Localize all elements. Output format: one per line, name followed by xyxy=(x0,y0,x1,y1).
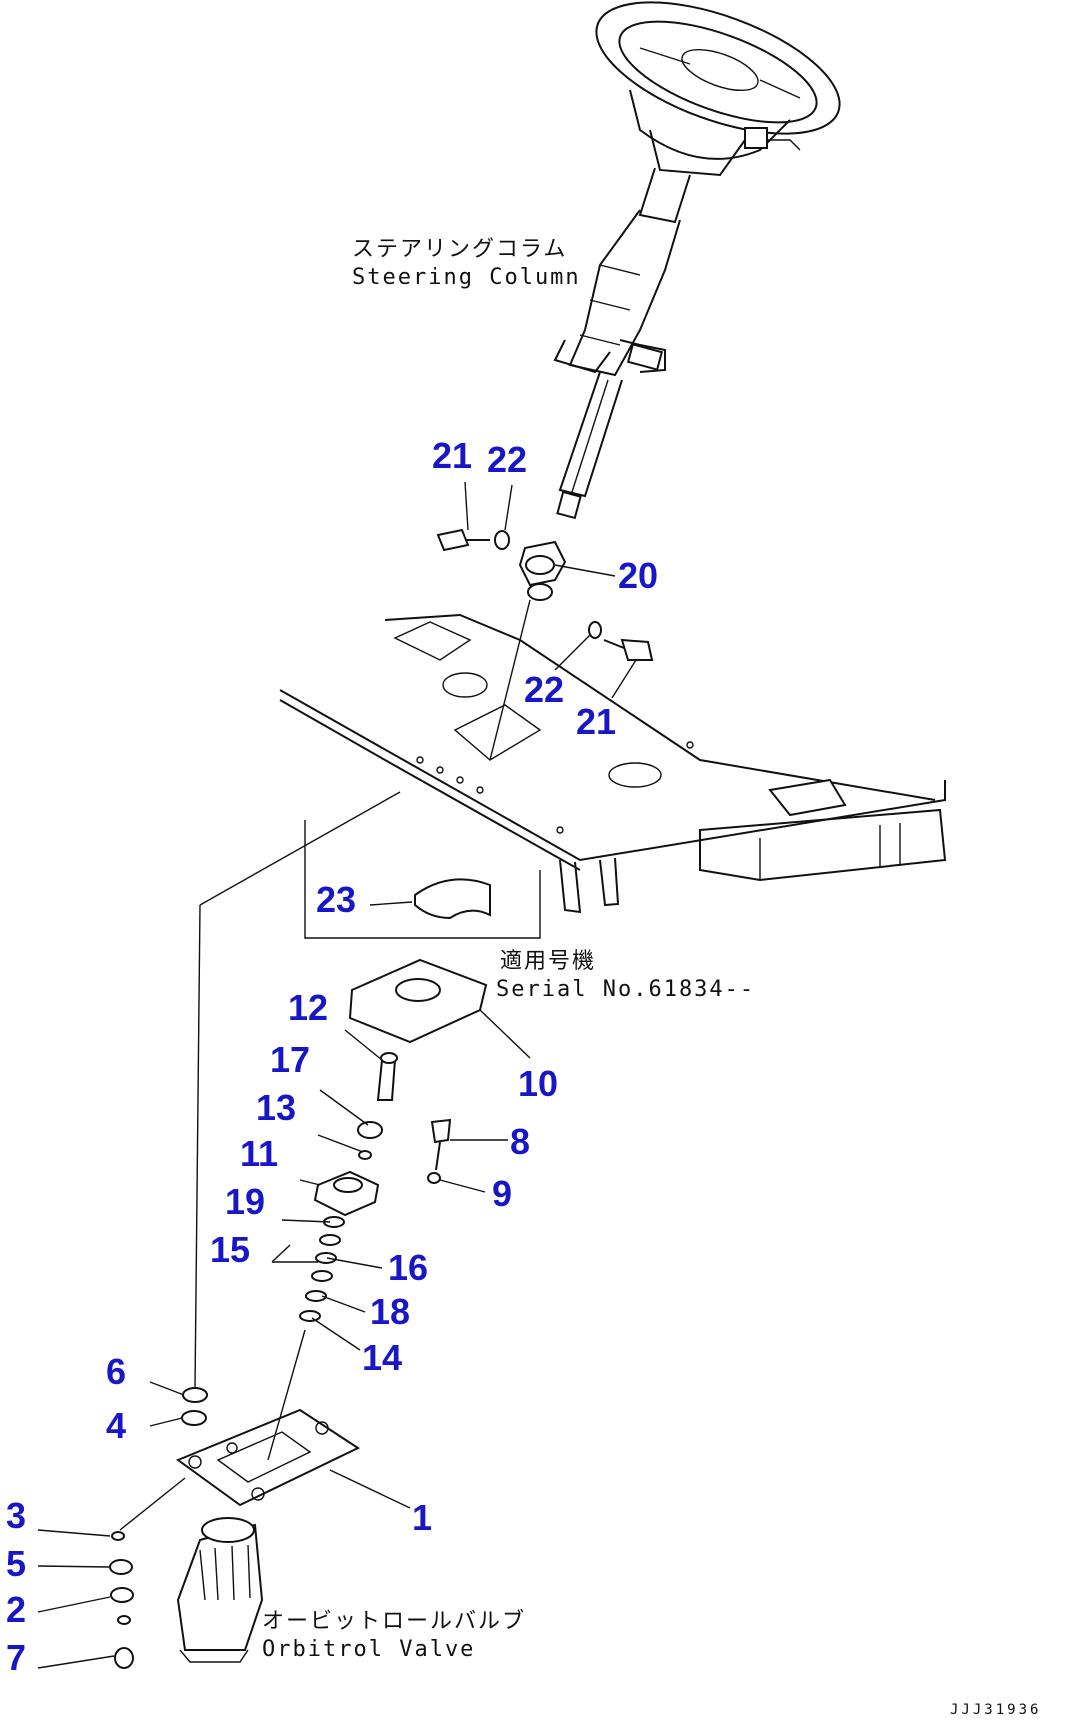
callout-5: 5 xyxy=(6,1543,26,1584)
steering-column-caption-en: Steering Column xyxy=(352,265,581,290)
callout-numbers: 21 22 20 22 21 23 10 12 17 13 11 8 9 19 … xyxy=(6,435,658,1678)
serial-caption-jp: 適用号機 xyxy=(500,949,596,974)
callout-22-upper: 22 xyxy=(487,439,527,480)
callout-15: 15 xyxy=(210,1229,250,1270)
orbitrol-caption-jp: オービットロールバルブ xyxy=(262,1609,526,1634)
orbitrol-valve xyxy=(176,1517,264,1663)
callout-23: 23 xyxy=(316,879,356,920)
callout-19: 19 xyxy=(225,1181,265,1222)
callout-9: 9 xyxy=(492,1173,512,1214)
steering-column xyxy=(553,167,691,520)
drawing-reference: JJJ31936 xyxy=(950,1702,1041,1718)
callout-20: 20 xyxy=(618,555,658,596)
callout-6: 6 xyxy=(106,1351,126,1392)
floor-plate xyxy=(279,613,947,914)
callout-13: 13 xyxy=(256,1087,296,1128)
serial-inset-box xyxy=(304,820,541,939)
callout-21-lower: 21 xyxy=(576,701,616,742)
callout-18: 18 xyxy=(370,1291,410,1332)
universal-joint xyxy=(436,528,654,661)
callout-4: 4 xyxy=(106,1405,126,1446)
callout-7: 7 xyxy=(6,1637,26,1678)
callout-12: 12 xyxy=(288,987,328,1028)
orbitrol-caption-en: Orbitrol Valve xyxy=(262,1637,475,1662)
callout-22-lower: 22 xyxy=(524,669,564,710)
callout-11: 11 xyxy=(240,1133,278,1174)
steering-column-caption-jp: ステアリングコラム xyxy=(352,237,567,262)
callout-17: 17 xyxy=(270,1039,310,1080)
serial-caption-en: Serial No.61834-- xyxy=(496,977,755,1002)
callout-1: 1 xyxy=(412,1497,432,1538)
leader-lines xyxy=(37,481,637,1669)
callout-14: 14 xyxy=(362,1337,402,1378)
callout-2: 2 xyxy=(6,1589,26,1630)
callout-16: 16 xyxy=(388,1247,428,1288)
dust-cover xyxy=(348,958,488,1044)
small-parts-stack xyxy=(299,1052,452,1322)
assembly-lines xyxy=(119,599,531,1531)
steering-wheel xyxy=(595,1,841,177)
callout-8: 8 xyxy=(510,1121,530,1162)
callout-21-upper: 21 xyxy=(432,435,472,476)
callout-10: 10 xyxy=(518,1063,558,1104)
captions: ステアリングコラム Steering Column 適用号機 Serial No… xyxy=(262,237,1041,1718)
callout-3: 3 xyxy=(6,1495,26,1536)
